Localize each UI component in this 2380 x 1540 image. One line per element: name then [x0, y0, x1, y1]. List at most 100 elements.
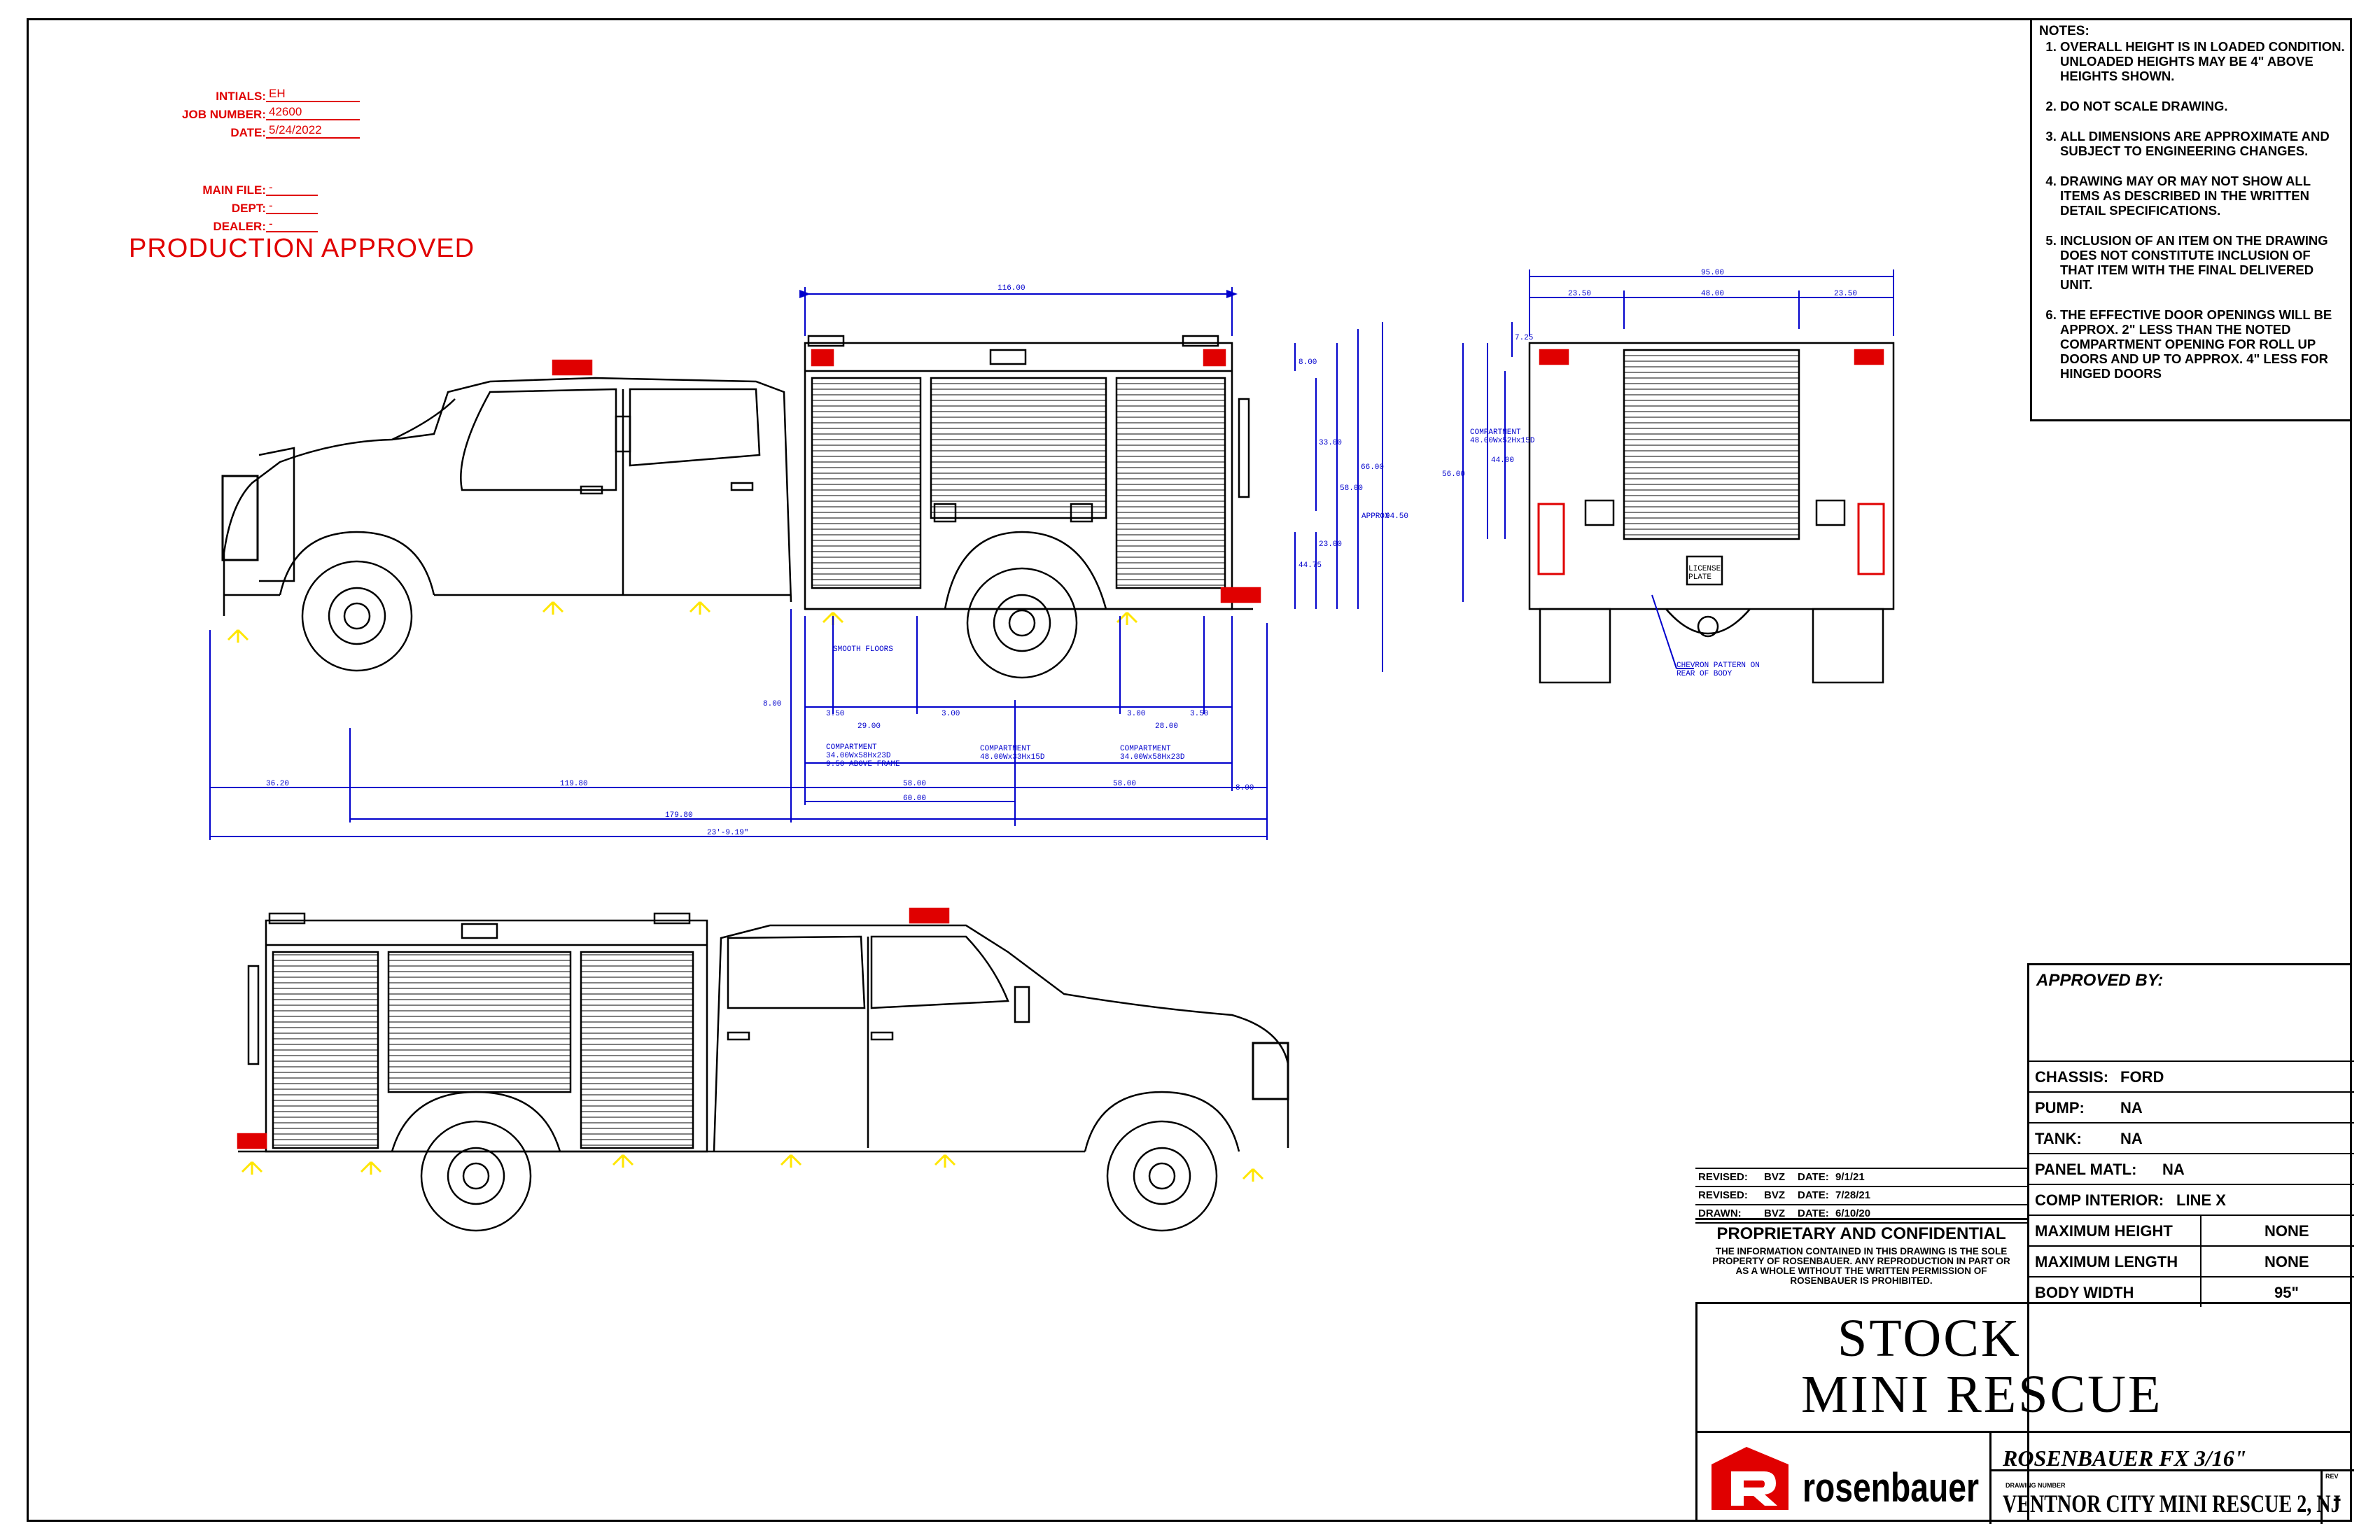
spec-value: NONE: [2264, 1253, 2309, 1270]
dim-span-60: 60.00: [903, 794, 926, 803]
spec-key: PUMP:: [2035, 1099, 2085, 1116]
note-item: DRAWING MAY OR MAY NOT SHOW ALL ITEMS AS…: [2060, 174, 2345, 218]
revision-row: REVISED: BVZ DATE: 7/28/21: [1695, 1187, 2027, 1205]
note-item: ALL DIMENSIONS ARE APPROXIMATE AND SUBJE…: [2060, 129, 2345, 158]
spec-key: PANEL MATL:: [2035, 1161, 2137, 1178]
rev-label: REV: [2325, 1473, 2339, 1480]
spec-value: FORD: [2120, 1068, 2164, 1086]
dim-rear-right: 23.50: [1834, 290, 1857, 298]
revision-date-label: DATE:: [1798, 1189, 1829, 1201]
spec-key: MAXIMUM HEIGHT: [2035, 1222, 2173, 1240]
sheet-border: [27, 18, 2352, 1522]
dim-rear-overall-width: 95.00: [1701, 269, 1724, 277]
revision-by: BVZ: [1764, 1208, 1785, 1219]
notes-list: OVERALL HEIGHT IS IN LOADED CONDITION. U…: [2039, 39, 2345, 381]
dim-floor-c: 3.00: [941, 710, 960, 718]
revision-by: BVZ: [1764, 1189, 1785, 1201]
note-item: OVERALL HEIGHT IS IN LOADED CONDITION. U…: [2060, 39, 2345, 83]
dim-body-height: 58.00: [1340, 484, 1363, 493]
smooth-floors-note: SMOOTH FLOORS: [833, 645, 893, 654]
dealer-value: -: [266, 217, 318, 232]
dim-lower-b: 23.00: [1319, 540, 1342, 549]
revision-date: 9/1/21: [1835, 1171, 1865, 1183]
dim-comp-height: 33.00: [1319, 439, 1342, 447]
dim-approx-height: 94.50: [1385, 512, 1408, 521]
spec-value: NA: [2120, 1130, 2143, 1147]
dim-floor-a: 3.50: [826, 710, 844, 718]
date-label: DATE:: [230, 126, 266, 139]
dim-rear-a: 58.00: [903, 780, 926, 788]
note-item: THE EFFECTIVE DOOR OPENINGS WILL BE APPR…: [2060, 307, 2345, 381]
notes-box: NOTES: OVERALL HEIGHT IS IN LOADED CONDI…: [2030, 18, 2352, 421]
production-approved-stamp: PRODUCTION APPROVED: [129, 234, 475, 263]
spec-row-pump: PUMP: NA: [2029, 1091, 2354, 1122]
spec-row-max-height: MAXIMUM HEIGHT NONE: [2029, 1214, 2354, 1245]
spec-value: 95": [2274, 1284, 2299, 1301]
spec-key: COMP INTERIOR:: [2035, 1191, 2164, 1209]
rev-value: -: [2332, 1483, 2342, 1513]
dim-floor-b: 29.00: [858, 722, 881, 731]
spec-key: TANK:: [2035, 1130, 2082, 1147]
revision-date-label: DATE:: [1798, 1171, 1829, 1183]
rear-dimensions: [1462, 270, 1894, 669]
note-item: DO NOT SCALE DRAWING.: [2060, 99, 2345, 113]
font-spec: ROSENBAUER FX 3/16": [2003, 1446, 2247, 1471]
approval-block: APPROVED BY: CHASSIS: FORD PUMP: NA TANK…: [2027, 963, 2354, 1522]
spec-row-body-width: BODY WIDTH 95": [2029, 1276, 2354, 1307]
revision-table: REVISED: BVZ DATE: 9/1/21 REVISED: BVZ D…: [1695, 1168, 2027, 1224]
ground-lights-bottom: [241, 1154, 1264, 1182]
side-dimension-labels: 116.00 8.00 33.00 58.00 66.00 APPROX 94.…: [266, 284, 1408, 837]
spec-row-chassis: CHASSIS: FORD: [2029, 1060, 2354, 1091]
dim-floor-f: 3.50: [1190, 710, 1208, 718]
ground-lights-top: [227, 601, 1138, 643]
date-value: 5/24/2022: [266, 123, 360, 139]
spec-value: NONE: [2264, 1222, 2309, 1240]
notes-title: NOTES:: [2039, 24, 2090, 38]
side-view-top: [221, 335, 1261, 679]
drawing-title-line2: MINI RESCUE: [1801, 1365, 2163, 1424]
dim-wheelbase: 119.80: [560, 780, 588, 788]
drawing-info-block: rosenbauer ROSENBAUER FX 3/16" DRAWING N…: [1695, 1431, 2354, 1524]
title-block: STOCK MINI RESCUE: [1695, 1302, 2352, 1431]
revision-label: REVISED:: [1698, 1171, 1748, 1183]
drawing-number: VENTNOR CITY MINI RESCUE 2, NJ: [2003, 1490, 2341, 1518]
spec-value: NA: [2162, 1161, 2185, 1178]
dim-ground: 8.00: [1236, 784, 1254, 792]
proprietary-text: THE INFORMATION CONTAINED IN THIS DRAWIN…: [1712, 1246, 2010, 1286]
dim-cab-to-end: 179.80: [665, 811, 693, 820]
dim-rear-top: 7.25: [1515, 334, 1533, 342]
dim-rear-height-a: 44.00: [1491, 456, 1514, 465]
dept-value: -: [266, 199, 318, 214]
spec-row-tank: TANK: NA: [2029, 1122, 2354, 1153]
dim-rear-c-top: 8.00: [763, 700, 781, 708]
approved-by-label: APPROVED BY:: [2036, 971, 2164, 990]
side-dimensions: [209, 287, 1383, 840]
side-view-bottom: [237, 907, 1289, 1232]
revision-date: 6/10/20: [1835, 1208, 1871, 1219]
dim-rear-b: 58.00: [1113, 780, 1136, 788]
dim-overall-height: 66.00: [1361, 463, 1384, 472]
revision-by: BVZ: [1764, 1171, 1785, 1183]
rear-dimension-labels: 95.00 23.50 48.00 23.50 7.25 COMPARTMENT…: [1442, 269, 1857, 678]
spec-row-panel-matl: PANEL MATL: NA: [2029, 1153, 2354, 1184]
revision-date: 7/28/21: [1835, 1189, 1871, 1201]
job-number-label: JOB NUMBER:: [182, 108, 266, 121]
initials-label: INTIALS:: [216, 90, 266, 103]
revision-date-label: DATE:: [1798, 1208, 1829, 1219]
logo-wordmark: rosenbauer: [1802, 1465, 1979, 1511]
rear-view: [1528, 342, 1895, 684]
spec-row-comp-interior: COMP INTERIOR: LINE X: [2029, 1184, 2354, 1214]
revision-label: REVISED:: [1698, 1189, 1748, 1201]
drawing-title-line1: STOCK: [1837, 1309, 2022, 1368]
main-file-label: MAIN FILE:: [202, 183, 266, 197]
dim-floor-e: 28.00: [1155, 722, 1178, 731]
initials-value: EH: [266, 87, 360, 102]
spec-value: NA: [2120, 1099, 2143, 1116]
spec-row-max-length: MAXIMUM LENGTH NONE: [2029, 1245, 2354, 1276]
